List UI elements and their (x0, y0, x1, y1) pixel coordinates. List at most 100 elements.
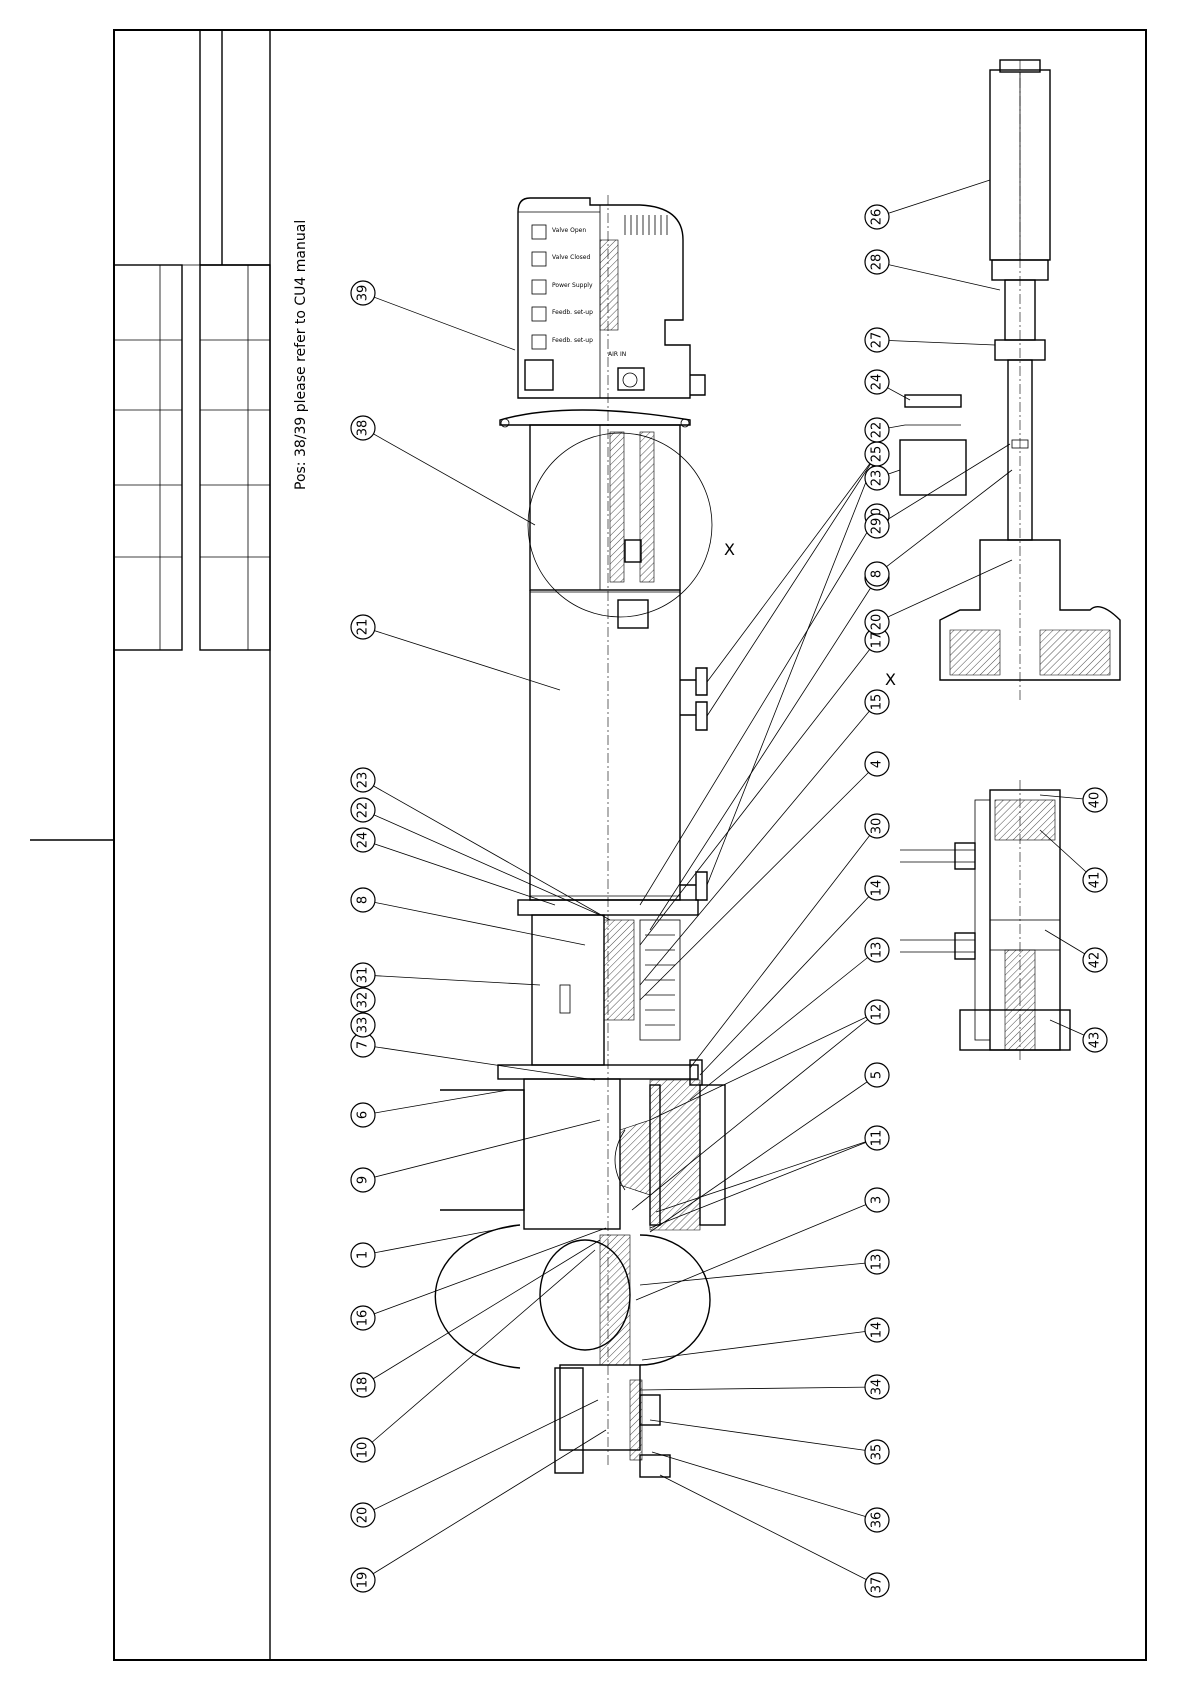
svg-text:31: 31 (356, 967, 371, 984)
detail-x-marker-2: X (885, 670, 896, 689)
svg-text:3: 3 (870, 1196, 885, 1204)
svg-text:30: 30 (870, 818, 885, 835)
svg-text:5: 5 (870, 1071, 885, 1079)
balloon-37-right-19: 37 (660, 1475, 889, 1597)
panel-label-4: Feedb. set-up (552, 309, 593, 316)
balloon-30-right-36: 30 (640, 504, 889, 905)
balloon-10-left-2: 10 (351, 1250, 595, 1462)
svg-text:24: 24 (356, 832, 371, 849)
svg-text:1: 1 (356, 1251, 371, 1259)
svg-text:20: 20 (356, 1507, 371, 1524)
title-block (114, 30, 270, 650)
svg-text:22: 22 (356, 802, 371, 819)
svg-text:11: 11 (870, 1130, 885, 1147)
svg-text:12: 12 (870, 1004, 885, 1021)
svg-text:27: 27 (870, 332, 885, 349)
drawing-frame (30, 30, 1146, 1660)
balloon-34-right-22: 34 (640, 1375, 889, 1399)
detail-bottom-balloon-43: 43 (1050, 1020, 1107, 1052)
detail-x-balloon-23-5: 23 (865, 466, 900, 490)
balloon-36-right-20: 36 (652, 1452, 889, 1532)
balloon-33-left-11: 33 (351, 1013, 375, 1037)
balloon-32-left-10: 32 (351, 988, 375, 1012)
balloon-25-right-37: 25 (707, 442, 889, 885)
svg-text:29: 29 (870, 518, 885, 535)
svg-text:37: 37 (870, 1577, 885, 1594)
svg-text:7: 7 (356, 1041, 371, 1049)
balloon-31-left-9: 31 (351, 963, 540, 987)
svg-text:15: 15 (870, 694, 885, 711)
svg-text:22: 22 (870, 422, 885, 439)
svg-text:35: 35 (870, 1444, 885, 1461)
actuator-housing (530, 425, 680, 900)
detail-x-marker: X (724, 540, 735, 559)
svg-text:10: 10 (356, 1442, 371, 1459)
svg-text:23: 23 (356, 772, 371, 789)
svg-text:34: 34 (870, 1379, 885, 1396)
balloon-13-right-29: 13 (690, 938, 889, 1100)
air-fitting (618, 368, 705, 395)
balloon-38-left-17: 38 (351, 416, 535, 525)
manual-note: Pos: 38/39 please refer to CU4 manual (293, 220, 309, 490)
lantern-section (498, 900, 702, 1085)
svg-text:14: 14 (870, 880, 885, 897)
svg-text:8: 8 (870, 570, 885, 578)
detail-x-balloon-22-4: 22 (865, 418, 905, 442)
svg-text:41: 41 (1088, 872, 1103, 889)
balloon-6-left-7: 6 (351, 1090, 508, 1127)
svg-text:6: 6 (356, 1111, 371, 1119)
balloon-35-right-21: 35 (650, 1420, 889, 1464)
svg-text:13: 13 (870, 1254, 885, 1271)
svg-text:16: 16 (356, 1310, 371, 1327)
detail-x-view: X (885, 60, 1120, 700)
svg-text:28: 28 (870, 254, 885, 271)
balloon-15-right-33: 15 (640, 690, 889, 985)
svg-text:39: 39 (356, 285, 371, 302)
svg-text:19: 19 (356, 1572, 371, 1589)
balloon-17-right-34: 17 (640, 628, 889, 945)
svg-text:8: 8 (356, 896, 371, 904)
detail-x-balloon-24-3: 24 (865, 370, 910, 400)
balloon-13-right-24: 13 (640, 1250, 889, 1285)
svg-text:24: 24 (870, 374, 885, 391)
balloon-24-left-13: 24 (351, 828, 555, 905)
svg-text:43: 43 (1088, 1032, 1103, 1049)
svg-text:33: 33 (356, 1017, 371, 1034)
svg-text:13: 13 (870, 942, 885, 959)
balloon-1-left-5: 1 (351, 1225, 520, 1267)
valve-body-upper (440, 1079, 725, 1230)
control-unit-cu4: Valve Open Valve Closed Power Supply Fee… (500, 198, 705, 427)
main-valve-assembly: Valve Open Valve Closed Power Supply Fee… (435, 195, 735, 1477)
svg-text:23: 23 (870, 470, 885, 487)
svg-text:38: 38 (356, 420, 371, 437)
balloon-9-left-6: 9 (351, 1120, 600, 1192)
detail-cylinder-view (900, 780, 1070, 1060)
svg-text:9: 9 (356, 1176, 371, 1184)
air-in-label: AIR IN (608, 351, 626, 358)
balloon-7-left-8: 7 (351, 1033, 595, 1080)
detail-x-balloon-27-2: 27 (865, 328, 995, 352)
balloon-8-left-12: 8 (351, 888, 585, 945)
svg-text:25: 25 (870, 446, 885, 463)
balloon-14-right-30: 14 (700, 876, 889, 1075)
balloon-18-left-3: 18 (351, 1240, 600, 1397)
balloon-21-left-16: 21 (351, 615, 560, 690)
panel-label-2: Valve Closed (552, 254, 590, 261)
valve-body-lower (435, 1225, 710, 1477)
balloon-4-right-32: 4 (640, 752, 889, 1000)
detail-seal-parts (900, 395, 966, 495)
svg-text:36: 36 (870, 1512, 885, 1529)
panel-label-3: Power Supply (552, 282, 593, 289)
balloon-23-left-15: 23 (351, 768, 610, 920)
balloon-layer: 1920101816196731323382422232138393736353… (351, 180, 1107, 1597)
svg-text:26: 26 (870, 209, 885, 226)
balloon-20-left-1: 20 (351, 1400, 598, 1527)
svg-text:18: 18 (356, 1377, 371, 1394)
detail-x-balloon-26-0: 26 (865, 180, 990, 229)
cooling-fins (625, 215, 667, 235)
detail-bottom-balloon-41: 41 (1040, 830, 1107, 892)
panel-label-5: Feedb. set-up (552, 337, 593, 344)
svg-text:40: 40 (1088, 792, 1103, 809)
svg-text:14: 14 (870, 1322, 885, 1339)
